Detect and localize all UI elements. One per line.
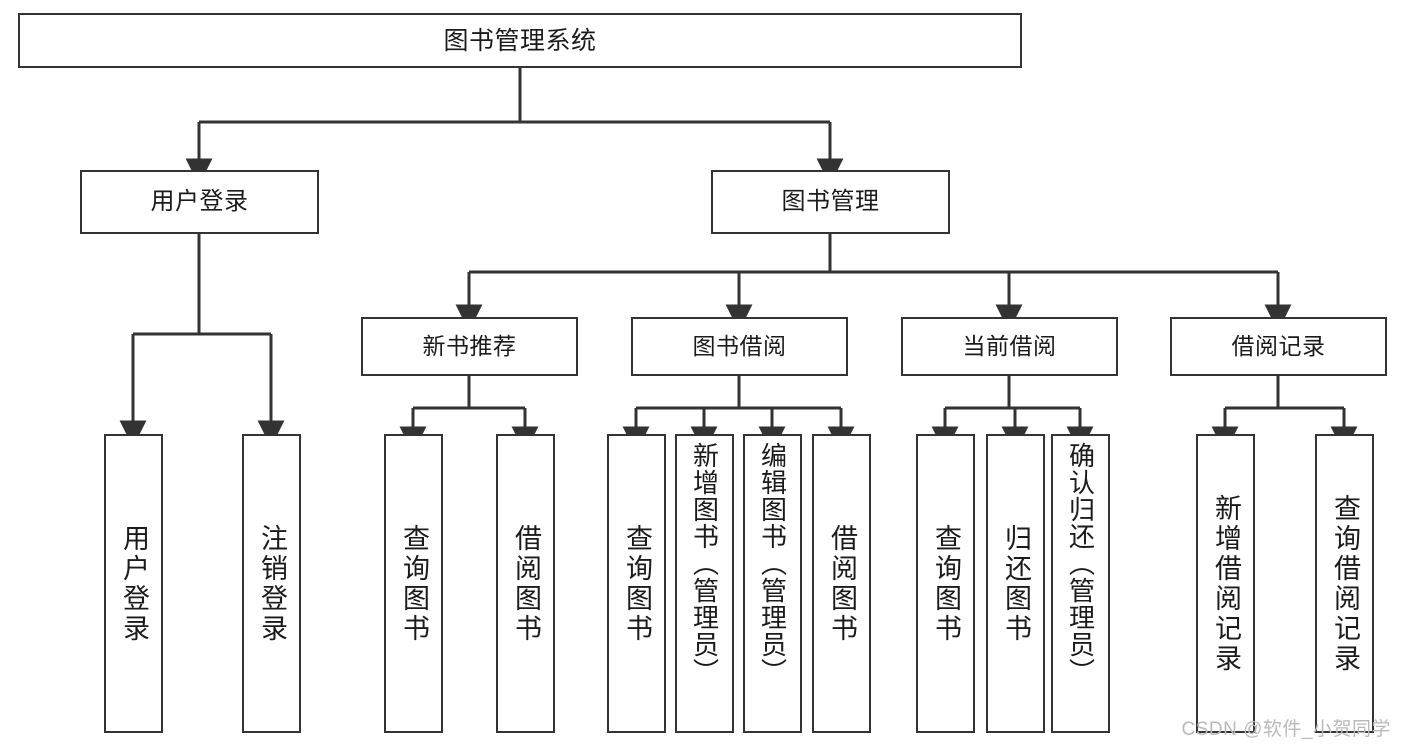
leaf-user-login[interactable]: 用户登录 (104, 434, 163, 733)
node-label: 注销登录 (257, 523, 287, 644)
leaf-edit-book[interactable]: 编辑图书（管理员） (743, 434, 802, 733)
node-book-borrow[interactable]: 图书借阅 (631, 317, 848, 376)
node-label: 借阅图书 (511, 523, 541, 644)
node-label: 借阅图书 (827, 523, 857, 644)
node-user-login[interactable]: 用户登录 (80, 170, 319, 234)
node-label: 图书管理 (781, 187, 880, 215)
leaf-add-book[interactable]: 新增图书（管理员） (675, 434, 734, 733)
leaf-borrow-book-new[interactable]: 借阅图书 (496, 434, 555, 733)
node-label: 用户登录 (119, 523, 149, 644)
node-label: 查询图书 (622, 523, 652, 644)
leaf-query-book-new[interactable]: 查询图书 (384, 434, 443, 733)
node-label: 图书管理系统 (443, 26, 597, 55)
leaf-logout-login[interactable]: 注销登录 (242, 434, 301, 733)
node-label: 图书借阅 (692, 332, 787, 359)
node-label: 新增图书（管理员） (689, 442, 720, 685)
leaf-return-book[interactable]: 归还图书 (986, 434, 1045, 733)
node-root-book-management-system[interactable]: 图书管理系统 (18, 13, 1022, 68)
node-new-book-recommend[interactable]: 新书推荐 (361, 317, 578, 376)
node-label: 确认归还（管理员） (1065, 442, 1096, 685)
leaf-query-book-current[interactable]: 查询图书 (916, 434, 975, 733)
leaf-query-book-borrow[interactable]: 查询图书 (607, 434, 666, 733)
node-label: 归还图书 (1001, 523, 1031, 644)
leaf-query-borrow-record[interactable]: 查询借阅记录 (1315, 434, 1374, 733)
node-borrow-record[interactable]: 借阅记录 (1170, 317, 1387, 376)
node-label: 用户登录 (150, 187, 249, 215)
node-label: 当前借阅 (962, 332, 1057, 359)
node-label: 借阅记录 (1231, 332, 1326, 359)
node-label: 查询图书 (399, 523, 429, 644)
node-label: 编辑图书（管理员） (757, 442, 788, 685)
node-book-management[interactable]: 图书管理 (711, 170, 950, 234)
leaf-borrow-book-borrow[interactable]: 借阅图书 (812, 434, 871, 733)
node-label: 新增借阅记录 (1211, 493, 1241, 674)
node-current-borrow[interactable]: 当前借阅 (901, 317, 1118, 376)
leaf-add-borrow-record[interactable]: 新增借阅记录 (1196, 434, 1255, 733)
csdn-watermark: CSDN @软件_小贺同学 (1181, 719, 1391, 740)
leaf-confirm-return[interactable]: 确认归还（管理员） (1051, 434, 1110, 733)
node-label: 查询借阅记录 (1330, 493, 1360, 674)
node-label: 查询图书 (931, 523, 961, 644)
node-label: 新书推荐 (422, 332, 517, 359)
